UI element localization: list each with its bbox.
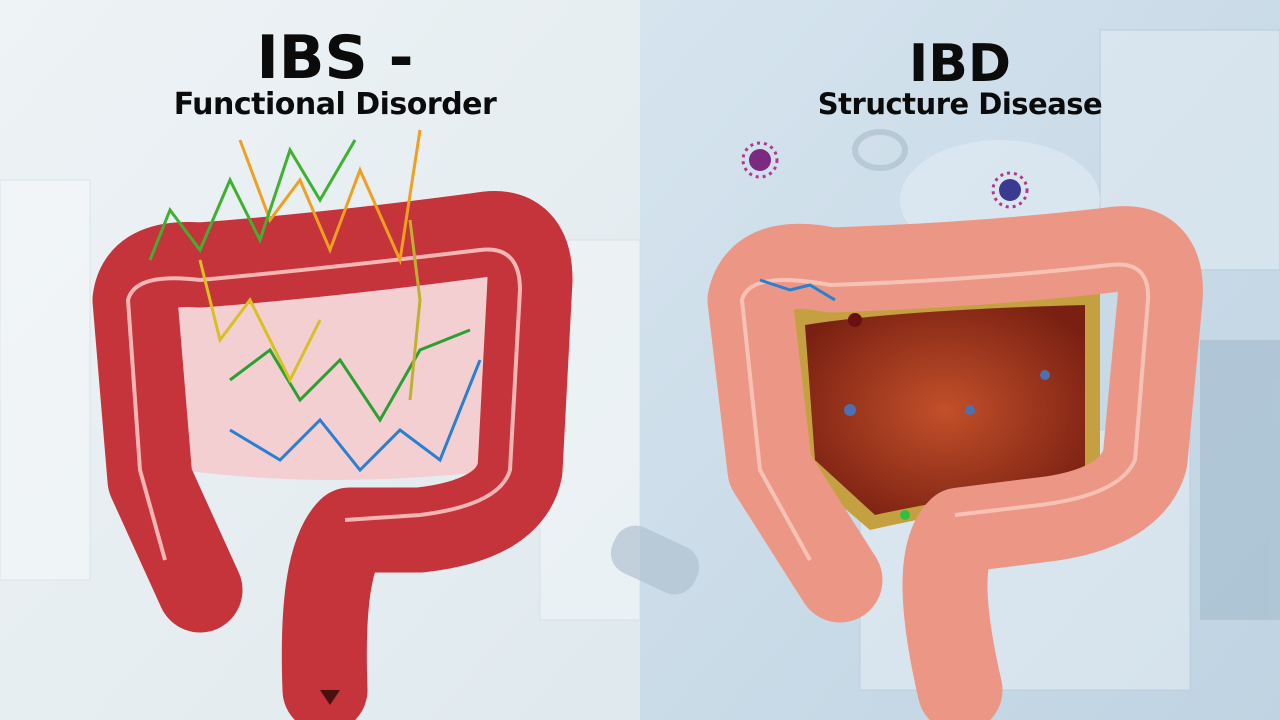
virus-icon: [741, 141, 1029, 209]
ibd-subtitle: Structure Disease: [817, 87, 1103, 121]
ibs-title: IBS -: [256, 23, 414, 93]
ibs-colon: [92, 129, 573, 720]
nerve-signal-arrows: [148, 129, 482, 473]
ibd-title: IBD: [908, 34, 1012, 94]
ibs-subtitle: Functional Disorder: [173, 87, 497, 122]
ibd-colon: [707, 206, 1203, 720]
